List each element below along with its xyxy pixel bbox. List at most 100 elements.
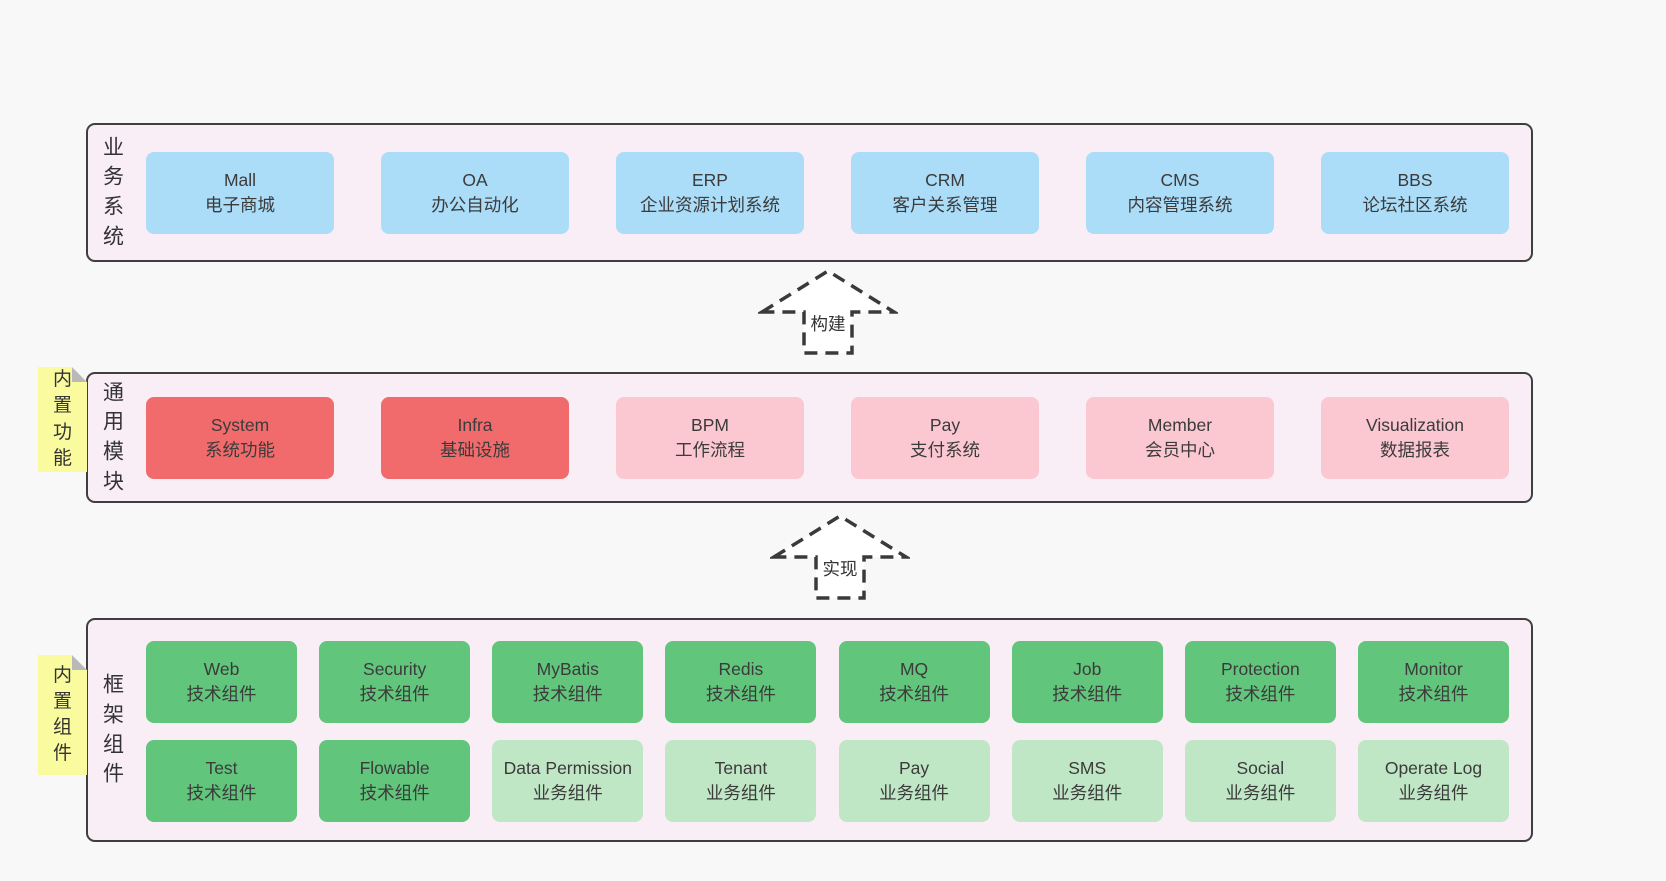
box-subtitle: 支付系统 — [910, 439, 980, 460]
box-security: Security 技术组件 — [319, 641, 471, 723]
box-subtitle: 技术组件 — [186, 684, 257, 704]
box-infra: Infra 基础设施 — [381, 396, 569, 479]
panel-label: 通用模块 — [103, 380, 124, 494]
box-title: MQ — [899, 659, 929, 680]
box-job: Job 技术组件 — [1011, 641, 1163, 723]
box-subtitle: 内容管理系统 — [1127, 194, 1233, 215]
box-social: Social 业务组件 — [1184, 740, 1336, 822]
box-title: Redis — [718, 659, 764, 680]
box-pay-component: Pay 业务组件 — [838, 740, 990, 822]
box-subtitle: 基础设施 — [440, 439, 510, 460]
box-title: Visualization — [1366, 414, 1464, 435]
box-subtitle: 技术组件 — [705, 684, 776, 704]
note-label: 内置组件 — [52, 664, 72, 765]
box-visualization: Visualization 数据报表 — [1321, 396, 1509, 479]
box-title: Protection — [1220, 659, 1300, 680]
box-title: Job — [1073, 659, 1102, 680]
box-subtitle: 论坛社区系统 — [1362, 194, 1468, 215]
box-title: Test — [205, 758, 238, 779]
box-subtitle: 工作流程 — [675, 439, 745, 460]
box-redis: Redis 技术组件 — [665, 641, 817, 723]
box-title: MyBatis — [536, 659, 599, 680]
modules-boxes-row: System 系统功能 Infra 基础设施 BPM 工作流程 Pay 支付系统… — [88, 374, 1531, 501]
box-subtitle: 办公自动化 — [431, 194, 519, 215]
box-subtitle: 会员中心 — [1145, 439, 1215, 460]
box-subtitle: 技术组件 — [1052, 684, 1123, 704]
box-title: OA — [462, 169, 488, 190]
box-sms: SMS 业务组件 — [1011, 740, 1163, 822]
box-title: BPM — [691, 414, 729, 435]
box-system: System 系统功能 — [146, 396, 334, 479]
box-mall: Mall 电子商城 — [146, 151, 334, 234]
box-title: BBS — [1397, 169, 1433, 190]
box-title: CRM — [925, 169, 965, 190]
box-title: Web — [203, 659, 240, 680]
box-subtitle: 技术组件 — [1225, 684, 1296, 704]
box-web: Web 技术组件 — [146, 641, 297, 723]
box-subtitle: 技术组件 — [359, 684, 430, 704]
box-pay: Pay 支付系统 — [851, 396, 1039, 479]
box-subtitle: 企业资源计划系统 — [640, 194, 780, 215]
box-title: Infra — [457, 414, 493, 435]
box-subtitle: 客户关系管理 — [892, 194, 998, 215]
box-monitor: Monitor 技术组件 — [1357, 641, 1509, 723]
business-boxes-row: Mall 电子商城 OA 办公自动化 ERP 企业资源计划系统 CRM 客户关系… — [88, 125, 1531, 260]
box-oa: OA 办公自动化 — [381, 151, 569, 234]
box-title: Flowable — [359, 758, 430, 779]
box-title: System — [210, 414, 270, 435]
box-title: Operate Log — [1384, 758, 1483, 779]
panel-label: 业务系统 — [103, 135, 124, 249]
box-subtitle: 技术组件 — [186, 783, 257, 803]
box-bbs: BBS 论坛社区系统 — [1321, 151, 1509, 234]
box-subtitle: 业务组件 — [1052, 783, 1123, 803]
box-erp: ERP 企业资源计划系统 — [616, 151, 804, 234]
build-arrow: 构建 — [758, 268, 898, 356]
box-operate-log: Operate Log 业务组件 — [1357, 740, 1509, 822]
box-title: Tenant — [714, 758, 768, 779]
box-subtitle: 业务组件 — [1225, 783, 1296, 803]
box-mq: MQ 技术组件 — [838, 641, 990, 723]
box-crm: CRM 客户关系管理 — [851, 151, 1039, 234]
sticky-note-builtin-features: 内置功能 — [38, 367, 87, 472]
box-subtitle: 技术组件 — [359, 783, 430, 803]
components-row-2: Test 技术组件 Flowable 技术组件 Data Permission … — [146, 740, 1509, 822]
implement-arrow: 实现 — [770, 513, 910, 601]
box-subtitle: 技术组件 — [879, 684, 950, 704]
box-subtitle: 系统功能 — [205, 439, 275, 460]
arrow-label: 实现 — [819, 556, 861, 581]
components-row-1: Web 技术组件 Security 技术组件 MyBatis 技术组件 Redi… — [146, 641, 1509, 723]
common-modules-panel: 通用模块 System 系统功能 Infra 基础设施 BPM 工作流程 Pay… — [86, 372, 1533, 503]
box-title: ERP — [692, 169, 728, 190]
box-title: Pay — [929, 414, 961, 435]
box-member: Member 会员中心 — [1086, 396, 1274, 479]
box-title: Monitor — [1404, 659, 1463, 680]
arrow-label: 构建 — [807, 311, 849, 336]
box-title: Pay — [898, 758, 930, 779]
box-subtitle: 业务组件 — [1398, 783, 1469, 803]
box-cms: CMS 内容管理系统 — [1086, 151, 1274, 234]
panel-label: 框架组件 — [103, 673, 124, 786]
box-title: Security — [363, 659, 427, 680]
box-subtitle: 数据报表 — [1380, 439, 1450, 460]
box-subtitle: 电子商城 — [205, 194, 275, 215]
box-tenant: Tenant 业务组件 — [665, 740, 817, 822]
framework-components-panel: 框架组件 Web 技术组件 Security 技术组件 MyBatis 技术组件… — [86, 618, 1533, 842]
sticky-note-builtin-components: 内置组件 — [38, 655, 87, 775]
box-title: Social — [1236, 758, 1285, 779]
business-systems-panel: 业务系统 Mall 电子商城 OA 办公自动化 ERP 企业资源计划系统 CRM… — [86, 123, 1533, 262]
box-flowable: Flowable 技术组件 — [319, 740, 471, 822]
box-data-permission: Data Permission 业务组件 — [492, 740, 644, 822]
folded-corner-icon — [72, 367, 87, 382]
box-subtitle: 技术组件 — [532, 684, 603, 704]
note-label: 内置功能 — [52, 369, 72, 469]
box-subtitle: 业务组件 — [532, 783, 603, 803]
box-mybatis: MyBatis 技术组件 — [492, 641, 644, 723]
box-protection: Protection 技术组件 — [1184, 641, 1336, 723]
components-boxes-area: Web 技术组件 Security 技术组件 MyBatis 技术组件 Redi… — [88, 620, 1531, 840]
box-test: Test 技术组件 — [146, 740, 297, 822]
box-bpm: BPM 工作流程 — [616, 396, 804, 479]
box-title: Member — [1147, 414, 1213, 435]
box-subtitle: 业务组件 — [879, 783, 950, 803]
box-title: SMS — [1068, 758, 1107, 779]
